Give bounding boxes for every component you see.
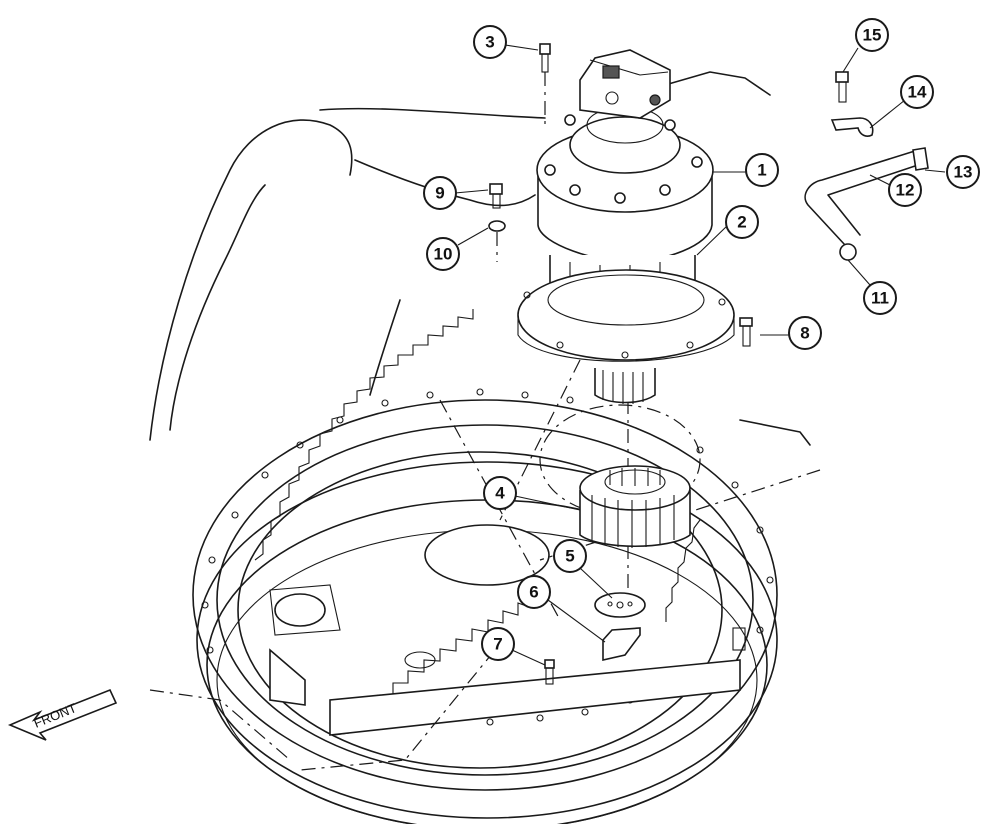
callout-6: 6 xyxy=(517,575,551,609)
bolt-8 xyxy=(739,317,753,347)
callout-11: 11 xyxy=(863,281,897,315)
callout-15: 15 xyxy=(855,18,889,52)
bolt-7 xyxy=(544,659,555,685)
bolt-3 xyxy=(539,43,551,73)
callout-14: 14 xyxy=(900,75,934,109)
svg-text:1: 1 xyxy=(757,161,766,180)
fitting-11 xyxy=(839,243,857,261)
svg-text:4: 4 xyxy=(495,484,505,503)
leader-lines xyxy=(454,44,946,666)
svg-text:12: 12 xyxy=(896,181,915,200)
callout-7: 7 xyxy=(481,627,515,661)
svg-text:5: 5 xyxy=(565,547,574,566)
svg-text:6: 6 xyxy=(529,583,538,602)
callout-4: 4 xyxy=(483,476,517,510)
callout-3: 3 xyxy=(473,25,507,59)
bolt-15 xyxy=(835,71,849,103)
fitting-13 xyxy=(912,147,929,171)
plate-washer xyxy=(594,592,646,618)
reduction-gear-housing xyxy=(517,255,735,404)
svg-text:10: 10 xyxy=(434,245,453,264)
svg-text:14: 14 xyxy=(908,83,927,102)
svg-text:15: 15 xyxy=(863,26,882,45)
svg-text:11: 11 xyxy=(871,289,889,308)
callout-2: 2 xyxy=(725,205,759,239)
svg-text:2: 2 xyxy=(737,213,746,232)
svg-text:9: 9 xyxy=(435,184,444,203)
svg-text:8: 8 xyxy=(800,324,809,343)
pinion-gear xyxy=(579,465,691,548)
callout-13: 13 xyxy=(946,155,980,189)
swing-motor xyxy=(536,49,714,263)
lock-plate xyxy=(602,627,641,662)
svg-text:7: 7 xyxy=(493,635,502,654)
callout-5: 5 xyxy=(553,539,587,573)
center-opening xyxy=(424,524,550,586)
upper-frame-outline xyxy=(149,71,811,446)
front-direction-arrow: FRONT xyxy=(7,688,118,741)
callout-10: 10 xyxy=(426,237,460,271)
ring-cutaway-segment xyxy=(329,659,741,736)
washer-10 xyxy=(488,220,506,232)
svg-text:13: 13 xyxy=(954,163,973,182)
swing-bearing-ring xyxy=(192,309,778,824)
callout-8: 8 xyxy=(788,316,822,350)
callout-1: 1 xyxy=(745,153,779,187)
bolt-9 xyxy=(489,183,503,209)
svg-text:3: 3 xyxy=(485,33,494,52)
callout-9: 9 xyxy=(423,176,457,210)
callout-12: 12 xyxy=(888,173,922,207)
access-opening xyxy=(274,593,326,627)
clamp xyxy=(830,117,874,137)
